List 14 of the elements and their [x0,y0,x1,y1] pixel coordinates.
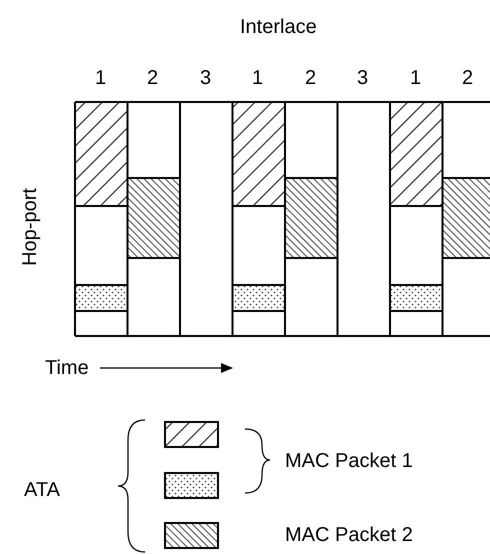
group-label: ATA [24,479,60,501]
axis-title: Hop-port [18,188,41,266]
column-number: 1 [410,67,422,89]
column-number: 1 [252,67,264,89]
column-number: 1 [95,67,106,89]
axis-title: Time [45,357,89,379]
axis-title: Interlace [240,16,317,38]
packet-label: MAC Packet 2 [285,524,413,546]
column-number: 2 [147,67,158,89]
column-number: 3 [357,67,368,89]
column-number: 3 [200,67,212,89]
column-number: 2 [462,67,474,89]
column-number: 2 [305,67,316,89]
packet-label: MAC Packet 1 [285,450,413,472]
